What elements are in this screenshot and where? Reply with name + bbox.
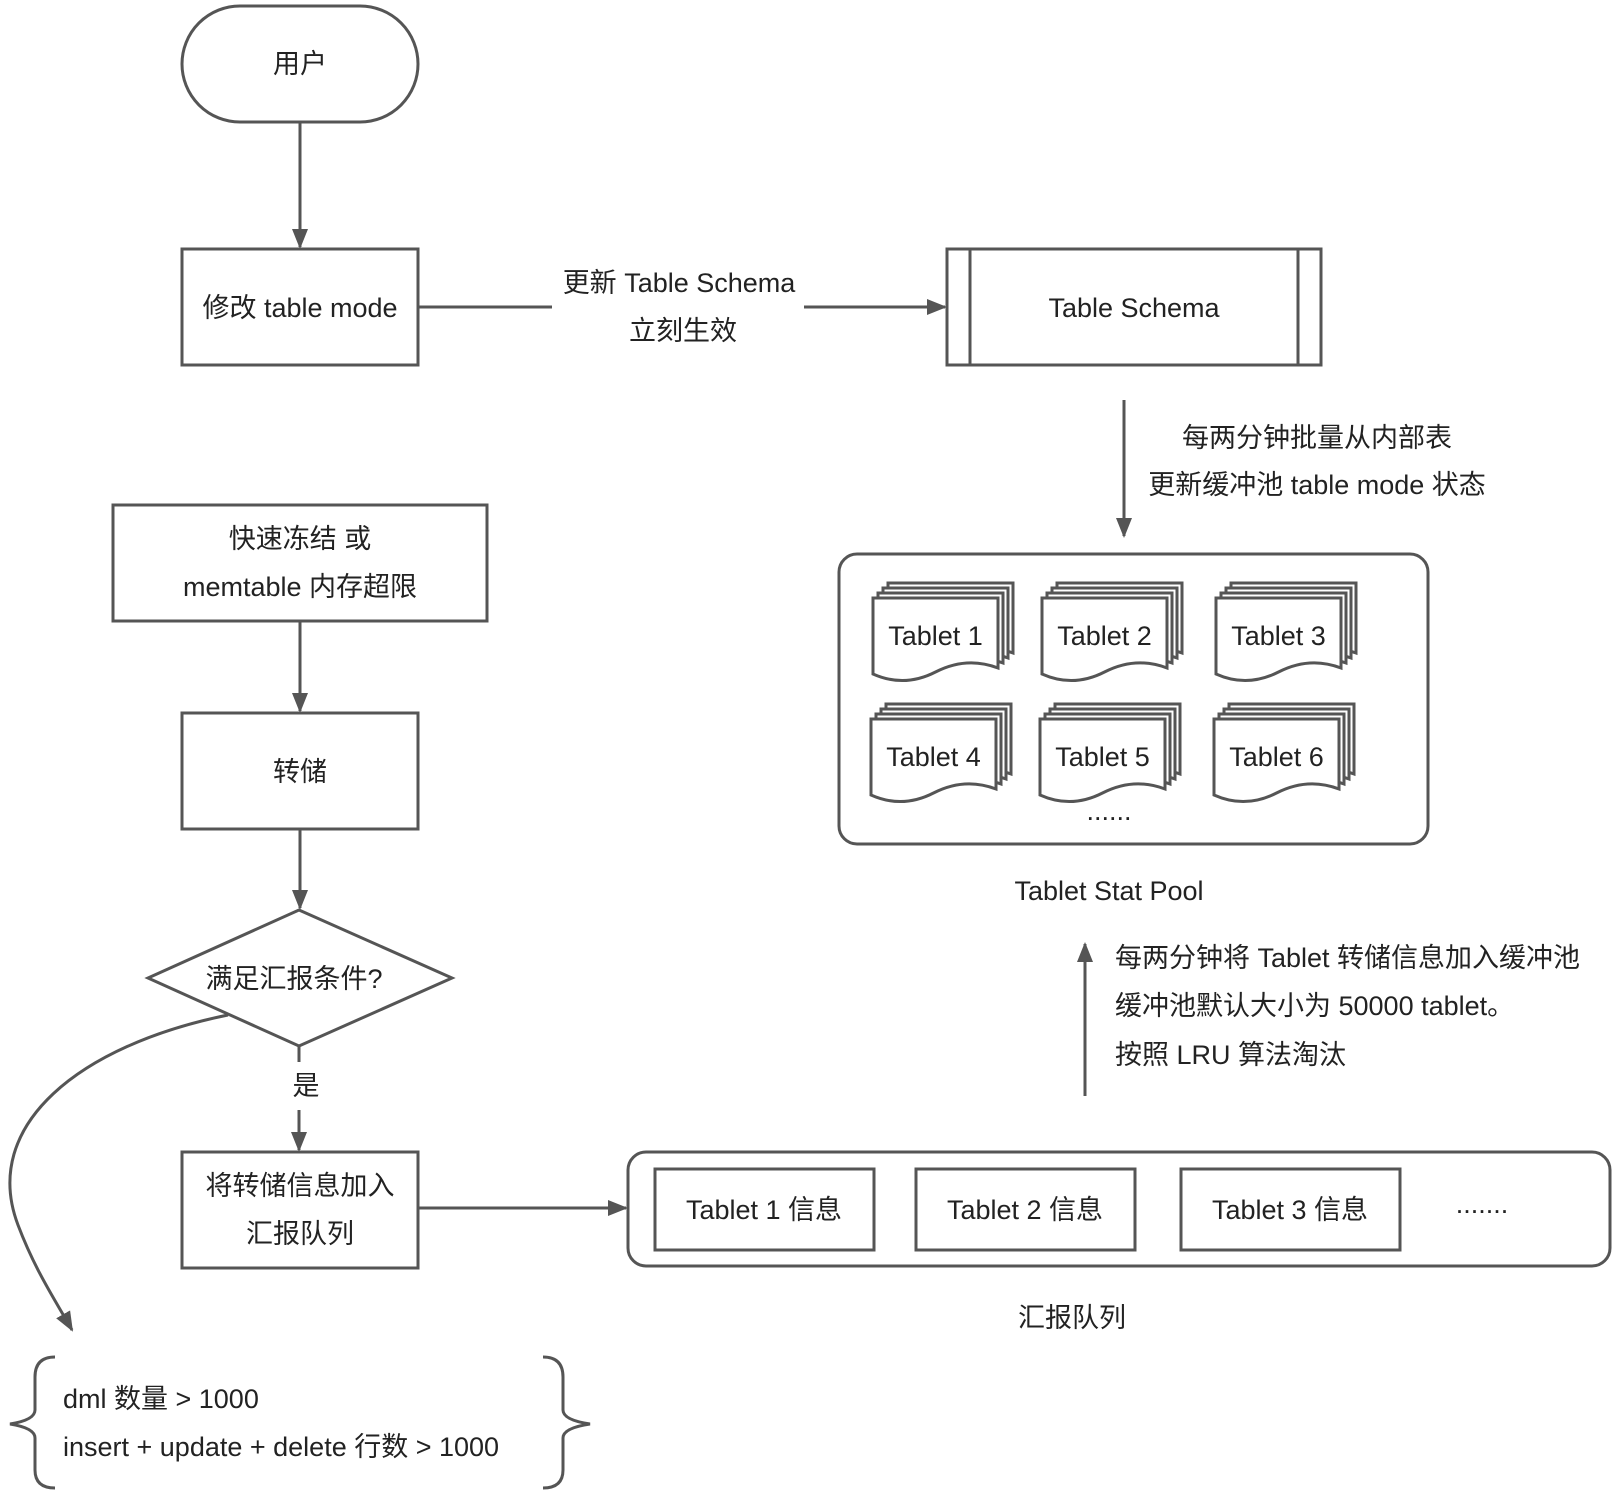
pool-ellipsis: ...... <box>1086 796 1131 826</box>
right-brace <box>542 1355 591 1490</box>
dump-label: 转储 <box>273 757 327 787</box>
queue-item-2 <box>914 1167 1137 1252</box>
tablet-label-6: Tablet 6 <box>1229 742 1324 772</box>
condition-label: 满足汇报条件? <box>205 964 382 994</box>
enqueue-label-2: 汇报队列 <box>246 1219 354 1249</box>
trigger-label-2: memtable 内存超限 <box>183 572 417 602</box>
left-brace <box>9 1355 56 1490</box>
pool-caption: Tablet Stat Pool <box>1014 876 1203 906</box>
push-label-1: 每两分钟将 Tablet 转储信息加入缓冲池 <box>1115 943 1580 973</box>
tablet-doc-3 <box>1214 596 1343 683</box>
tablet-doc-1 <box>871 596 1000 683</box>
yes-label: 是 <box>293 1071 320 1101</box>
table-schema-box <box>945 247 1323 367</box>
tablet-doc-6 <box>1212 717 1341 804</box>
batch-update-label-1: 每两分钟批量从内部表 <box>1182 423 1452 453</box>
report-queue <box>626 1150 1612 1268</box>
effective-immediately-label: 立刻生效 <box>629 316 737 346</box>
user-label: 用户 <box>273 49 327 79</box>
tablet-label-2: Tablet 2 <box>1057 621 1152 651</box>
queue-item-3 <box>1179 1167 1402 1252</box>
queue-item-2-label: Tablet 2 信息 <box>947 1195 1103 1225</box>
trigger-box <box>111 503 489 623</box>
tablet-stat-pool <box>837 552 1430 846</box>
tablet-doc-2 <box>1040 596 1169 683</box>
enqueue-label-1: 将转储信息加入 <box>206 1171 395 1201</box>
update-schema-label: 更新 Table Schema <box>563 268 797 298</box>
trigger-label-1: 快速冻结 或 <box>229 524 372 554</box>
criteria-line-1: dml 数量 > 1000 <box>63 1384 259 1414</box>
tablet-label-4: Tablet 4 <box>886 742 981 772</box>
tablet-label-5: Tablet 5 <box>1055 742 1150 772</box>
tablet-doc-5 <box>1038 717 1167 804</box>
tablet-label-3: Tablet 3 <box>1231 621 1326 651</box>
modify-mode-label: 修改 table mode <box>202 293 397 323</box>
tablet-label-1: Tablet 1 <box>888 621 983 651</box>
queue-ellipsis: ....... <box>1456 1189 1509 1219</box>
tablet-doc-4 <box>869 717 998 804</box>
batch-update-label-2: 更新缓冲池 table mode 状态 <box>1148 470 1486 500</box>
push-label-2: 缓冲池默认大小为 50000 tablet。 <box>1115 991 1514 1021</box>
push-label-3: 按照 LRU 算法淘汰 <box>1115 1040 1346 1070</box>
criteria-line-2: insert + update + delete 行数 > 1000 <box>63 1432 499 1462</box>
table-schema-label: Table Schema <box>1048 293 1220 323</box>
queue-item-1 <box>653 1167 876 1252</box>
queue-item-3-label: Tablet 3 信息 <box>1212 1195 1368 1225</box>
queue-caption: 汇报队列 <box>1018 1303 1126 1333</box>
queue-item-1-label: Tablet 1 信息 <box>686 1195 842 1225</box>
curve-condition-to-criteria <box>8 1013 229 1332</box>
enqueue-box <box>180 1150 420 1270</box>
